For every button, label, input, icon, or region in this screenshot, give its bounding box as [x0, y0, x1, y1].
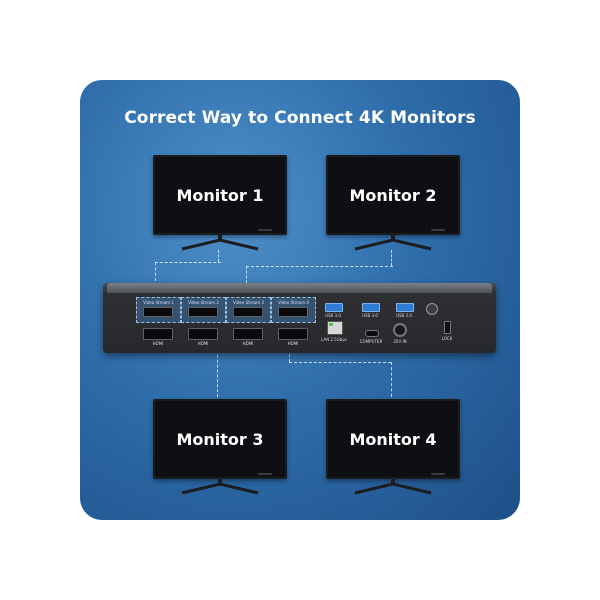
monitor-3-screen: Monitor 3 — [153, 399, 287, 479]
video-port-box-1: Video Stream 1 — [136, 297, 181, 323]
monitor-3-label: Monitor 3 — [176, 429, 264, 449]
monitor-2-bezel-mark — [431, 229, 445, 231]
connection-line-monitor-2 — [246, 266, 393, 297]
monitor-2-label: Monitor 2 — [349, 185, 437, 205]
hdmi-port-2 — [188, 328, 218, 340]
connection-line-monitor-3-drop — [217, 340, 218, 402]
monitor-2-screen: Monitor 2 — [326, 155, 460, 235]
monitor-3-stand — [181, 477, 259, 495]
monitor-2: Monitor 2 — [326, 155, 460, 251]
displayport-3 — [233, 307, 263, 317]
usb-port-1 — [325, 303, 343, 312]
monitor-1-screen: Monitor 1 — [153, 155, 287, 235]
power-input-caption: 20V IN — [393, 339, 407, 344]
monitor-1-bezel-mark — [258, 229, 272, 231]
usb-c-computer-port — [365, 330, 379, 337]
video-port-box-4-label: Video Stream 4 — [278, 300, 309, 305]
monitor-1-stand — [181, 233, 259, 251]
hdmi-port-3 — [233, 328, 263, 340]
ethernet-port — [327, 321, 343, 335]
connection-line-monitor-4-mid — [289, 362, 391, 363]
connection-line-monitor-1-drop — [218, 250, 219, 262]
usb-port-2-caption: USB 3.0 — [362, 313, 378, 318]
displayport-4 — [278, 307, 308, 317]
hdmi-port-1 — [143, 328, 173, 340]
security-lock-caption: LOCK — [441, 336, 453, 341]
hdmi-port-2-caption: HDMI — [197, 341, 209, 346]
docking-station: Video Stream 1 Video Stream 2 Video Stre… — [103, 283, 496, 353]
usb-port-2 — [362, 303, 380, 312]
page-title: Correct Way to Connect 4K Monitors — [124, 108, 476, 128]
hdmi-port-4 — [278, 328, 308, 340]
monitor-4-bezel-mark — [431, 473, 445, 475]
video-port-box-2-label: Video Stream 2 — [188, 300, 219, 305]
monitor-1-label: Monitor 1 — [176, 185, 264, 205]
monitor-4-stand — [354, 477, 432, 495]
video-port-box-3-label: Video Stream 3 — [233, 300, 264, 305]
usb-port-1-caption: USB 3.0 — [325, 313, 341, 318]
usb-port-3-caption: USB 3.0 — [396, 313, 412, 318]
monitor-3: Monitor 3 — [153, 399, 287, 495]
usb-port-3 — [396, 303, 414, 312]
usb-c-computer-caption: COMPUTER — [359, 339, 383, 344]
monitor-4: Monitor 4 — [326, 399, 460, 495]
monitor-2-stand — [354, 233, 432, 251]
hdmi-port-4-caption: HDMI — [287, 341, 299, 346]
monitor-1: Monitor 1 — [153, 155, 287, 251]
security-lock-slot — [444, 321, 451, 334]
dock-top-surface — [107, 283, 492, 293]
ethernet-led — [329, 323, 333, 326]
displayport-2 — [188, 307, 218, 317]
monitor-4-screen: Monitor 4 — [326, 399, 460, 479]
connection-line-monitor-2-drop — [391, 250, 392, 266]
hdmi-port-3-caption: HDMI — [242, 341, 254, 346]
monitor-3-bezel-mark — [258, 473, 272, 475]
power-button — [426, 303, 438, 315]
video-port-box-1-label: Video Stream 1 — [143, 300, 174, 305]
monitor-4-label: Monitor 4 — [349, 429, 437, 449]
connection-line-monitor-1 — [155, 262, 221, 297]
hdmi-port-1-caption: HDMI — [152, 341, 164, 346]
power-input-port — [393, 323, 407, 337]
displayport-1 — [143, 307, 173, 317]
ethernet-caption: LAN 2.5Gbps — [321, 337, 347, 342]
connection-line-monitor-4-drop — [391, 362, 392, 402]
